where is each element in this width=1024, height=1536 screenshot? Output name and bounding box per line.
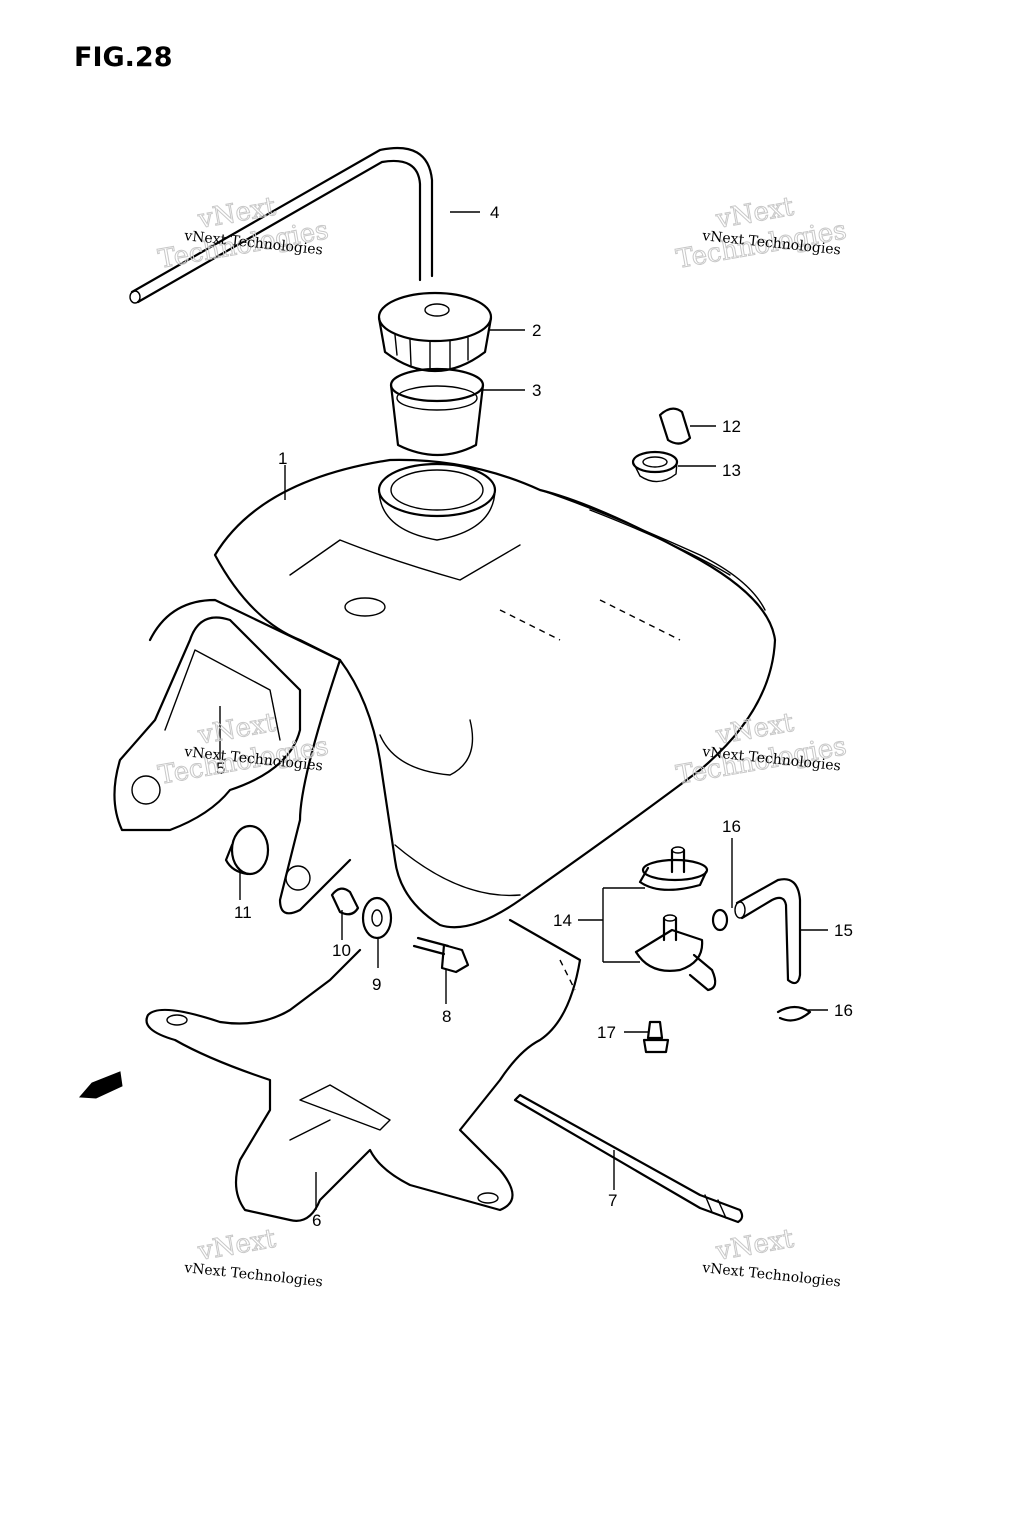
svg-text:vNext: vNext — [713, 1224, 796, 1267]
callout-14: 14 — [553, 911, 572, 930]
part-6-under-plate — [145, 918, 582, 1222]
part-11-cushion — [224, 824, 270, 876]
svg-text:vNext Technologies: vNext Technologies — [183, 1260, 324, 1291]
callout-5: 5 — [216, 759, 225, 778]
callout-1: 1 — [278, 449, 287, 468]
part-8-bolt — [412, 936, 470, 974]
leader-lines — [219, 211, 828, 1210]
part-13-grommet — [631, 450, 679, 483]
part-14-fuel-cock — [634, 846, 717, 992]
callout-16-lower: 16 — [834, 1001, 853, 1020]
part-16-clip-upper — [711, 908, 729, 932]
part-5-tank-bracket — [113, 598, 352, 915]
callout-12: 12 — [722, 417, 741, 436]
part-17-screw — [642, 1020, 670, 1054]
watermark-bottom-left: vNext vNext Technologies — [183, 1223, 324, 1291]
watermark-middle-left: vNext Technologies vNext Technologies — [156, 707, 332, 791]
part-3-cap-gasket — [389, 367, 485, 457]
callout-4: 4 — [490, 203, 499, 222]
callout-8: 8 — [442, 1007, 451, 1026]
callout-16-upper: 16 — [722, 817, 741, 836]
callout-13: 13 — [722, 461, 741, 480]
callout-3: 3 — [532, 381, 541, 400]
callout-17: 17 — [597, 1023, 616, 1042]
callout-9: 9 — [372, 975, 381, 994]
callout-10: 10 — [332, 941, 351, 960]
part-2-fuel-cap — [377, 291, 493, 372]
svg-text:vNext Technologies: vNext Technologies — [701, 1260, 842, 1291]
watermark-middle-right: vNext Technologies vNext Technologies — [674, 707, 850, 791]
part-12-fitting — [658, 407, 692, 445]
part-4-breather-hose — [129, 146, 434, 304]
part-1-fuel-tank — [213, 458, 777, 929]
callout-6: 6 — [312, 1211, 321, 1230]
part-7-strap — [513, 1093, 744, 1224]
part-15-fuel-hose — [734, 878, 802, 985]
watermark-bottom-right: vNext vNext Technologies — [701, 1223, 842, 1291]
callout-15: 15 — [834, 921, 853, 940]
watermark-top-right: vNext Technologies vNext Technologies — [674, 191, 850, 275]
svg-text:vNext: vNext — [195, 1224, 278, 1267]
watermark-top-left: vNext Technologies vNext Technologies — [156, 191, 332, 275]
part-10-collar — [330, 887, 360, 916]
part-16-clip-lower — [776, 1005, 812, 1022]
figure-title: FIG.28 — [74, 42, 172, 73]
callout-11: 11 — [234, 903, 252, 922]
part-9-washer — [361, 896, 393, 940]
callout-7: 7 — [608, 1191, 617, 1210]
callout-2: 2 — [532, 321, 541, 340]
front-direction-arrow-icon — [78, 1071, 123, 1099]
callout-labels: 1 2 3 4 5 6 7 8 9 10 11 12 13 14 15 16 1… — [216, 203, 853, 1230]
